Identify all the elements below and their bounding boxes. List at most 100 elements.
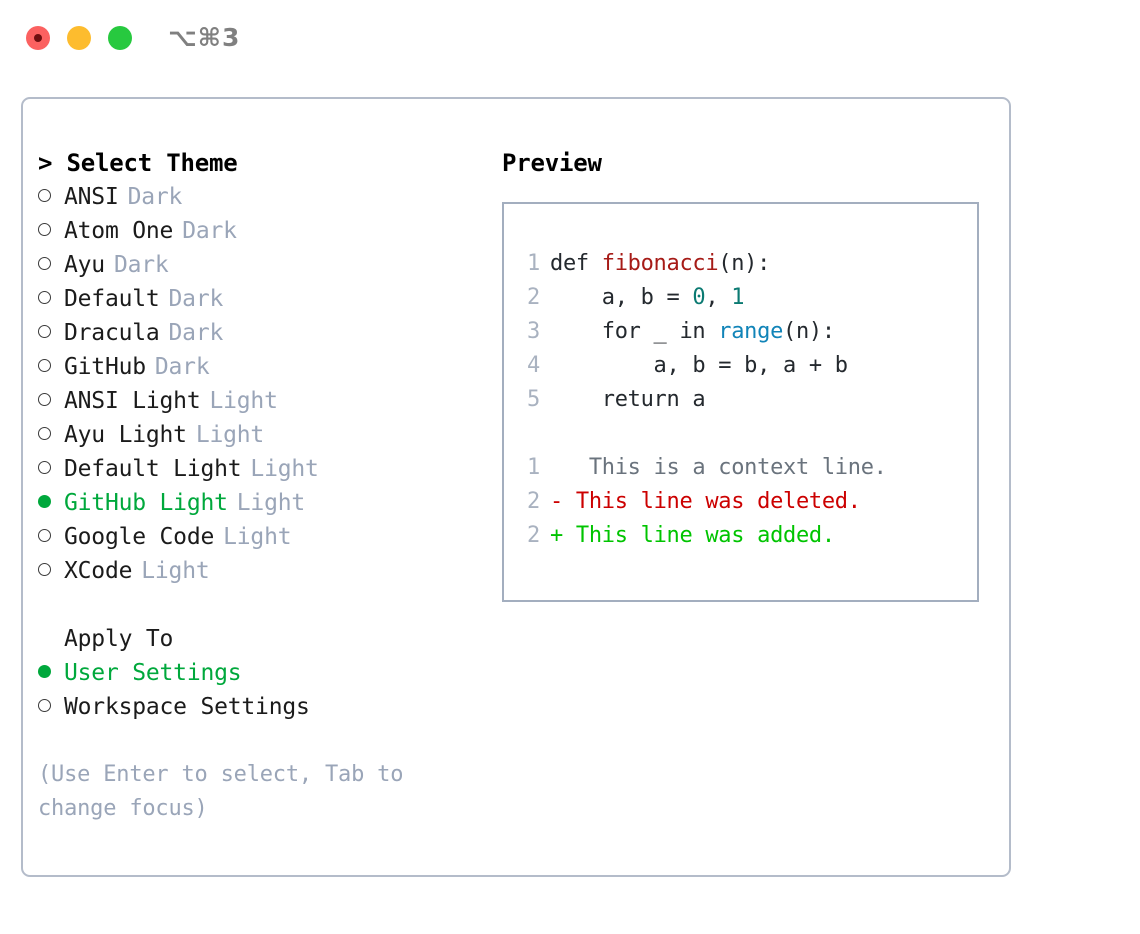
diff-line-number: 2 — [527, 489, 540, 514]
minimize-window-button[interactable] — [67, 26, 91, 50]
diff-marker: - — [550, 489, 563, 514]
theme-option-variant-tag: Light — [236, 490, 306, 516]
diff-line-del: 2- This line was deleted. — [518, 485, 887, 519]
theme-option-marker — [38, 486, 64, 520]
code-line: 5 return a — [518, 383, 887, 417]
theme-option-label: Atom One — [64, 218, 174, 244]
theme-option-marker — [38, 554, 64, 588]
theme-option-ayu-light[interactable]: Ayu Light Light — [38, 418, 478, 452]
theme-option-label: ANSI — [64, 184, 119, 210]
close-window-button[interactable] — [26, 26, 50, 50]
code-line-number: 3 — [527, 319, 540, 344]
diff-text: This line was deleted. — [562, 489, 861, 514]
theme-option-label: Ayu — [64, 252, 105, 278]
theme-option-label: GitHub — [64, 354, 146, 380]
code-blank-line — [518, 417, 887, 451]
code-token-num: 1 — [731, 285, 745, 310]
theme-option-atom-one[interactable]: Atom One Dark — [38, 214, 478, 248]
theme-option-marker — [38, 214, 64, 248]
diff-marker — [550, 455, 563, 480]
title-bar: ⌥⌘3 — [0, 0, 1140, 76]
theme-option-label: Default — [64, 286, 160, 312]
select-theme-heading: > Select Theme — [38, 149, 238, 177]
theme-option-label: ANSI Light — [64, 388, 201, 414]
theme-option-marker — [38, 418, 64, 452]
code-line-number: 2 — [527, 285, 540, 310]
code-token-fn: fibonacci — [601, 251, 719, 276]
theme-option-label: Ayu Light — [64, 422, 187, 448]
theme-option-ayu[interactable]: Ayu Dark — [38, 248, 478, 282]
code-line: 2 a, b = 0, 1 — [518, 281, 887, 315]
code-line: 1 def fibonacci(n): — [518, 247, 887, 281]
radio-unselected-icon — [38, 257, 51, 270]
theme-option-marker — [38, 180, 64, 214]
theme-option-label: XCode — [64, 558, 133, 584]
code-token-plain: a, b = b, a + b — [550, 353, 849, 378]
code-token-num: 0 — [692, 285, 706, 310]
theme-option-github[interactable]: GitHub Dark — [38, 350, 478, 384]
code-line: 4 a, b = b, a + b — [518, 349, 887, 383]
theme-option-variant-tag: Dark — [168, 320, 224, 346]
theme-option-variant-tag: Light — [195, 422, 265, 448]
code-token-plain: def — [550, 251, 602, 276]
theme-option-variant-tag: Dark — [168, 286, 224, 312]
apply-to-option-workspace-settings[interactable]: Workspace Settings — [38, 690, 478, 724]
radio-unselected-icon — [38, 699, 51, 712]
preview-heading: Preview — [502, 149, 602, 177]
diff-line-ctx: 1 This is a context line. — [518, 451, 887, 485]
theme-option-variant-tag: Light — [223, 524, 292, 550]
theme-option-variant-tag: Dark — [113, 252, 169, 278]
code-line-number: 1 — [527, 251, 540, 276]
apply-to-option-label: User Settings — [64, 660, 242, 686]
diff-text: This line was added. — [562, 523, 835, 548]
theme-option-default[interactable]: Default Dark — [38, 282, 478, 316]
radio-unselected-icon — [38, 427, 51, 440]
apply-to-option-marker — [38, 656, 64, 690]
theme-option-label: Default Light — [64, 456, 242, 482]
maximize-window-button[interactable] — [108, 26, 132, 50]
apply-to-option-marker — [38, 690, 64, 724]
diff-line-number: 2 — [527, 523, 540, 548]
theme-option-variant-tag: Dark — [154, 354, 210, 380]
radio-selected-icon — [38, 665, 51, 678]
diff-line-number: 1 — [527, 455, 540, 480]
traffic-light-buttons — [26, 26, 132, 50]
theme-option-marker — [38, 248, 64, 282]
theme-option-marker — [38, 520, 64, 554]
code-line: 3 for _ in range(n): — [518, 315, 887, 349]
keyboard-hint-text: (Use Enter to select, Tab to change focu… — [38, 762, 404, 821]
theme-option-default-light[interactable]: Default Light Light — [38, 452, 478, 486]
diff-text: This is a context line. — [562, 455, 887, 480]
code-token-call: range — [718, 319, 784, 344]
list-spacer — [38, 588, 478, 622]
radio-unselected-icon — [38, 291, 51, 304]
apply-to-heading: Apply To — [38, 622, 478, 656]
theme-option-variant-tag: Dark — [182, 218, 237, 244]
code-token-plain: a, b = — [550, 285, 693, 310]
theme-option-xcode[interactable]: XCode Light — [38, 554, 478, 588]
code-token-plain: return a — [550, 387, 706, 412]
apply-to-option-user-settings[interactable]: User Settings — [38, 656, 478, 690]
radio-unselected-icon — [38, 325, 51, 338]
diff-line-add: 2 + This line was added. — [518, 519, 887, 553]
theme-option-variant-tag: Light — [141, 558, 210, 584]
radio-unselected-icon — [38, 359, 51, 372]
code-token-plain: (n): — [718, 251, 771, 276]
diff-marker: + — [550, 523, 563, 548]
theme-option-marker — [38, 452, 64, 486]
theme-option-marker — [38, 350, 64, 384]
window-shortcut-label: ⌥⌘3 — [168, 23, 241, 52]
code-token-plain: (n): — [783, 319, 835, 344]
theme-option-marker — [38, 316, 64, 350]
theme-option-variant-tag: Light — [250, 456, 319, 482]
